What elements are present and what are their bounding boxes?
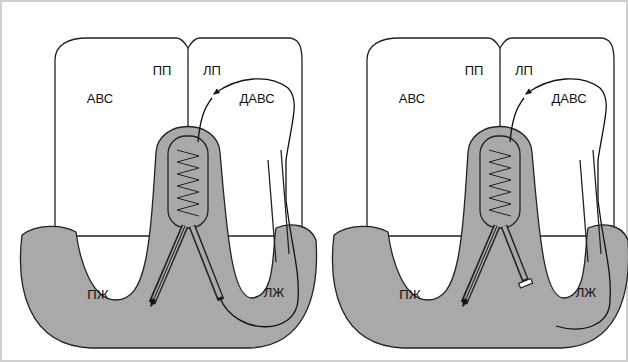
chamber-label: ЛЖ [264, 286, 285, 299]
coil-winding [177, 150, 199, 216]
chamber-label: ЛП [203, 64, 221, 77]
chamber-label: ПП [153, 64, 172, 77]
chamber-label: ПЖ [87, 288, 108, 301]
chamber-label: ЛЖ [576, 286, 597, 299]
chamber-label: ПП [465, 64, 484, 77]
chamber-label: ДАВС [551, 92, 586, 105]
chamber-label: АВС [87, 92, 113, 105]
chamber-label: ЛП [515, 64, 533, 77]
coil-winding [489, 150, 511, 216]
chamber-label: АВС [399, 92, 425, 105]
chamber-label: ДАВС [239, 92, 274, 105]
chamber-label: ПЖ [399, 288, 420, 301]
